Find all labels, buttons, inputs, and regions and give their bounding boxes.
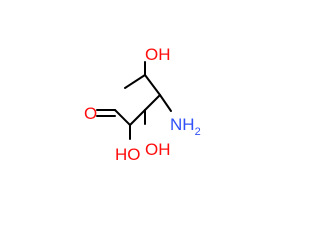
molecule-structure: O OH NH2 HO OH [84,45,201,164]
hydroxyl-c3-label: OH [145,140,171,159]
bond-c5-c6-methyl [124,74,146,89]
amino-group-label: NH2 [170,115,201,138]
bond-c4-n [159,94,172,112]
bond-c3-c2 [129,109,146,126]
hydroxyl-top-label: OH [145,45,171,64]
amino-subscript: 2 [195,126,201,138]
bond-c2-c1 [114,109,131,126]
bond-c4-c3 [144,94,161,111]
bond-c5-c4 [144,74,161,96]
amino-nh-text: NH [170,115,195,134]
hydroxyl-c2-label: HO [115,145,141,164]
aldehyde-oxygen-label: O [84,104,97,123]
